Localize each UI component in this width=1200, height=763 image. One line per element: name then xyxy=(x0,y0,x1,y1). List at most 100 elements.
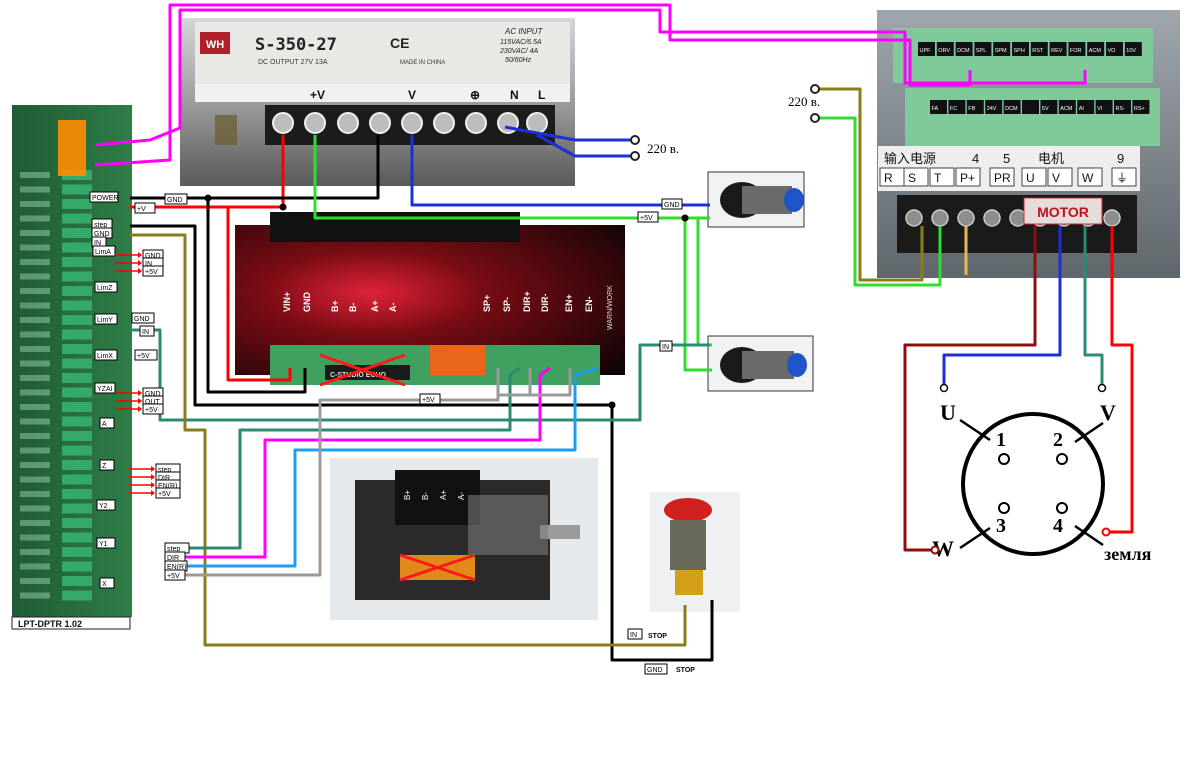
motor-pin-1: B- xyxy=(421,492,430,500)
lpt-component xyxy=(20,331,50,338)
connector-pin-number: 3 xyxy=(996,515,1006,537)
lpt-terminal-block xyxy=(62,358,92,369)
wire-vfd-mains-s xyxy=(815,116,942,287)
yzai-signal-5v-text: +5V xyxy=(145,407,158,414)
yzai-signal-arrow xyxy=(138,398,142,404)
vfd-top-terminal xyxy=(1030,42,1048,56)
lpt-label-limz-text: LimZ xyxy=(97,285,113,292)
sensor-bottom-in-label-text: IN xyxy=(662,344,669,351)
lpt-terminal-block xyxy=(62,329,92,340)
vfd-top-label: ORV xyxy=(938,48,950,54)
vfd-mid-terminal xyxy=(966,100,984,114)
lpt-component xyxy=(20,273,50,280)
vfd-power-label: PR xyxy=(994,171,1011,185)
vfd-mid-label: VI xyxy=(1097,106,1103,112)
lpt-label-limz: LimZ xyxy=(94,281,118,293)
lpt-label-power-text: POWER xyxy=(92,195,118,202)
lpt-limy-in-label-text: IN xyxy=(142,329,149,336)
connector-pin-hole xyxy=(998,453,1010,465)
vfd-mid-label: RS+ xyxy=(1134,106,1145,112)
vfd-power-terminal xyxy=(989,167,1015,187)
driver-pin-en: EN+ xyxy=(564,294,574,312)
lpt-label-yzai-text: YZAI xyxy=(97,386,113,393)
vfd-motor-chinese: 电机 xyxy=(1038,151,1064,166)
lpt-terminal-block xyxy=(62,576,92,586)
lima-signal-arrow xyxy=(138,260,142,266)
motor-pin-3: A- xyxy=(457,492,466,500)
wire-magenta-vfd-2 xyxy=(94,3,972,167)
psu-screw xyxy=(433,112,455,134)
sensor-top-5v-label: +5V xyxy=(637,211,659,223)
psu-mains-label: 220 в. xyxy=(647,141,679,156)
stop-label-bottom: STOP xyxy=(676,667,695,674)
psu-label-l: L xyxy=(538,88,545,102)
psu-screw xyxy=(401,112,423,134)
vfd-power-label: P+ xyxy=(960,171,975,185)
wire-motor-u xyxy=(942,226,1062,385)
vfd-power-label: U xyxy=(1026,171,1035,185)
vfd-mains-label: 220 в. xyxy=(788,94,820,109)
lpt-board-name: LPT-DPTR 1.02 xyxy=(18,619,82,629)
labels: 220 в.220 в.POWERstepGNDINLimALimZLimYLi… xyxy=(89,94,1152,675)
wire-5v-driver xyxy=(165,368,500,577)
connector-label-v: V xyxy=(1100,400,1116,425)
vfd-mid-terminal xyxy=(1132,100,1150,114)
psu-label-v: V xyxy=(408,88,416,102)
z-signal-arrow xyxy=(151,490,155,496)
lpt-label-power: POWER xyxy=(89,191,119,203)
wire-5v-low-label-text: +5V xyxy=(167,573,180,580)
lpt-label-z-text: Z xyxy=(102,463,107,470)
driver-pin-gnd: GND xyxy=(302,292,312,313)
vfd-power-terminal xyxy=(1021,167,1047,187)
lpt-gnd-short-label: GND xyxy=(164,193,188,205)
connector-wire-end xyxy=(930,545,940,555)
connector-pin-number: 2 xyxy=(1053,429,1063,451)
stop-gnd-label: GND xyxy=(644,663,668,675)
lima-signal-gnd-text: GND xyxy=(145,253,161,260)
vfd-top-label: SPM xyxy=(995,48,1007,54)
lpt-label-step-text: step xyxy=(94,222,107,229)
z-signal-5v: +5V xyxy=(155,487,181,499)
psu-ce-mark: CE xyxy=(390,35,409,51)
vfd-mid-terminal xyxy=(1058,100,1076,114)
lpt-component xyxy=(20,201,50,207)
vfd-power-label: R xyxy=(884,171,893,185)
lpt-plus-v-label: +V xyxy=(134,202,156,214)
stepper-motor-photo: B+B-A+A- xyxy=(330,458,598,620)
lpt-component xyxy=(20,172,50,178)
lpt-terminal-block xyxy=(62,561,92,572)
vfd-input-chinese: 输入电源 xyxy=(884,151,936,166)
wire-motor-v xyxy=(1083,226,1104,385)
vfd-mid-label: ACM xyxy=(1060,106,1073,112)
lpt-label-x-text: X xyxy=(102,581,107,588)
psu-dc-output: DC OUTPUT 27V 13A xyxy=(258,59,328,66)
lpt-label-y2: Y2 xyxy=(96,499,116,511)
lpt-component xyxy=(20,462,50,468)
vfd-top-terminal xyxy=(1087,42,1105,56)
z-signal-step-text: step xyxy=(158,467,171,474)
driver-warn-label: WARN/WORK xyxy=(607,285,614,330)
lpt-component xyxy=(20,592,50,599)
psu-label-plus-v: +V xyxy=(310,88,325,102)
vfd-power-label: T xyxy=(934,171,942,185)
lpt-component xyxy=(20,505,50,512)
lpt-label-gnd-text: GND xyxy=(94,231,110,238)
yzai-signal-out-text: OUT xyxy=(145,399,161,406)
lpt-label-limx-text: LimX xyxy=(97,353,113,360)
lpt-label-limy-text: LimY xyxy=(97,317,113,324)
lpt-terminal-block xyxy=(62,503,92,514)
lpt-component xyxy=(20,317,50,323)
wire-magenta-vfd-1 xyxy=(94,8,1087,147)
vfd-mid-label: 24V xyxy=(987,106,997,112)
lima-signal-arrow xyxy=(138,268,142,274)
emergency-stop-button xyxy=(650,492,740,612)
wire-gnd-sensor xyxy=(410,135,710,207)
wires xyxy=(94,3,1134,662)
psu-label-earth: ⊕ xyxy=(470,88,480,102)
vfd-top-label: SPL xyxy=(976,48,986,54)
